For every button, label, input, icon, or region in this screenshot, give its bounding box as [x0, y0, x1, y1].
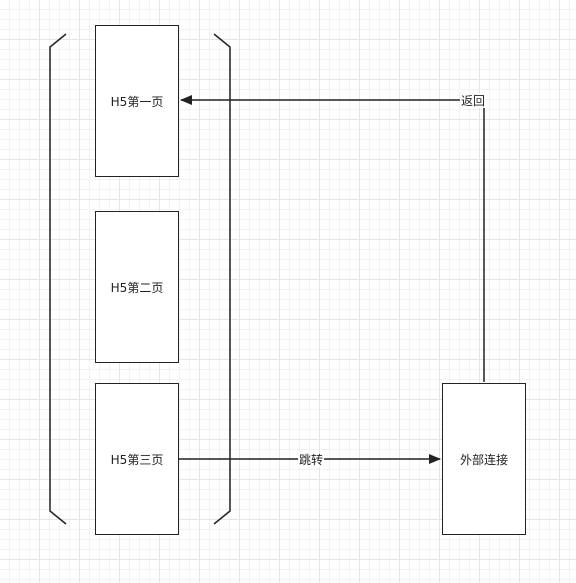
edge-jump-label: 跳转 — [297, 453, 325, 467]
node-h5-page1[interactable]: H5第一页 — [95, 25, 179, 177]
edge-back — [180, 95, 485, 382]
node-h5-page3-label: H5第三页 — [110, 452, 164, 467]
node-h5-page3[interactable]: H5第三页 — [95, 383, 179, 535]
edge-back-label: 返回 — [459, 94, 487, 108]
node-h5-page2[interactable]: H5第二页 — [95, 211, 179, 363]
node-external-link[interactable]: 外部连接 — [442, 383, 526, 535]
right-bracket — [213, 33, 231, 525]
node-h5-page2-label: H5第二页 — [110, 280, 164, 295]
node-h5-page1-label: H5第一页 — [110, 94, 164, 109]
node-external-link-label: 外部连接 — [459, 452, 508, 467]
left-bracket — [49, 33, 67, 525]
